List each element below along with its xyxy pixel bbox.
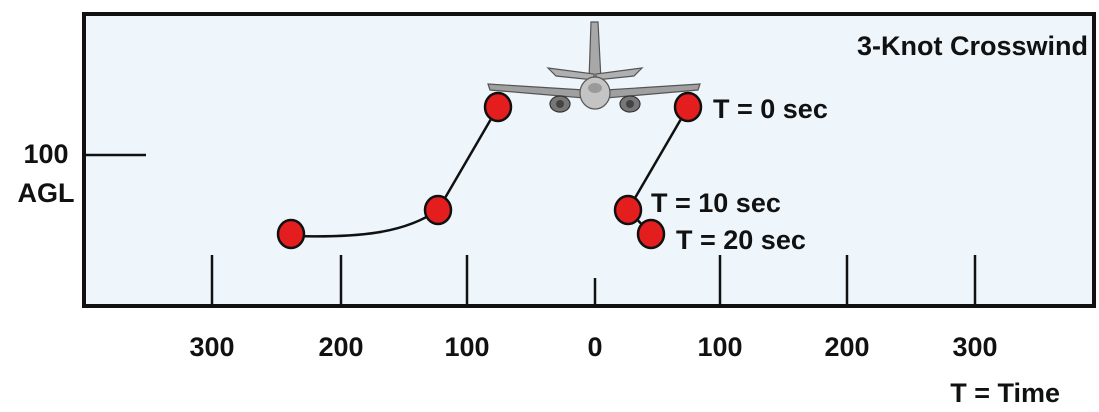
x-tick-label-right-300: 300 [952,332,997,362]
time-label-t0: T = 0 sec [713,94,828,124]
position-markers [276,91,703,250]
marker-left-t20 [276,218,306,250]
airplane-icon [487,21,701,113]
marker-left-t0 [483,91,513,123]
x-tick-label-left-100: 100 [444,332,489,362]
x-tick-label-center: 0 [587,332,602,362]
diagram-title: 3-Knot Crosswind [857,31,1088,61]
time-label-t20: T = 20 sec [676,225,806,255]
y-axis-unit: AGL [18,178,75,208]
time-legend: T = Time [950,378,1060,408]
marker-left-t10 [423,194,453,226]
x-tick-label-right-100: 100 [697,332,742,362]
marker-right-t10 [613,194,643,226]
x-axis-ticks [210,255,977,306]
y-axis-value: 100 [23,139,68,169]
x-tick-label-left-200: 200 [318,332,363,362]
x-tick-label-left-300: 300 [189,332,234,362]
marker-right-t20 [636,218,666,250]
time-label-t10: T = 10 sec [651,188,781,218]
marker-right-t0 [673,91,703,123]
x-tick-label-right-200: 200 [824,332,869,362]
